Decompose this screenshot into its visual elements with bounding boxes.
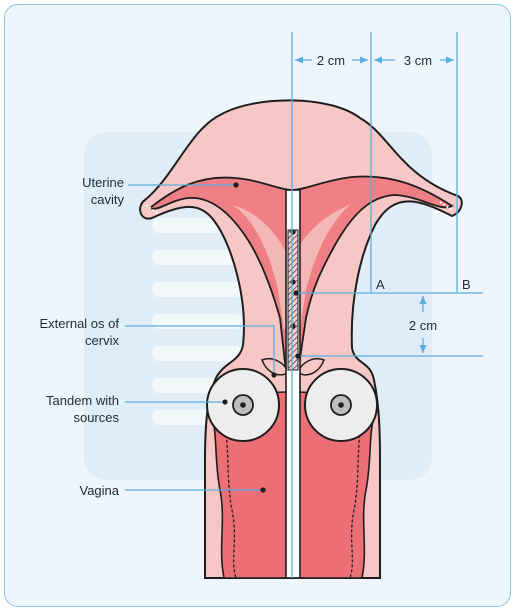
point-b-label: B <box>462 277 471 292</box>
external-os-leader <box>125 325 275 374</box>
ovoid-right <box>304 368 378 442</box>
vaginal-fold-right <box>349 419 363 579</box>
uterine-cavity-label-line1: Uterine <box>82 175 124 190</box>
uterine-cavity-label-line2: cavity <box>91 192 125 207</box>
source-position-3 <box>290 323 296 329</box>
ab-level-marker <box>293 290 299 296</box>
tube-end-right <box>439 201 453 211</box>
tube-end-left <box>145 204 159 215</box>
uterine-cavity-marker <box>233 182 239 188</box>
tandem-label-line2: sources <box>73 410 119 425</box>
vagina-label: Vagina <box>79 483 119 498</box>
source-position-2 <box>290 279 296 285</box>
external-os-label-line1: External os of <box>40 316 120 331</box>
tandem-label-line1: Tandem with <box>46 393 119 408</box>
source-position-1 <box>290 229 296 235</box>
external-os-label-line2: cervix <box>85 333 119 348</box>
tandem-applicator <box>285 189 301 579</box>
dim-side-label: 2 cm <box>409 318 437 333</box>
point-a-label: A <box>376 277 385 292</box>
ovoid-left <box>206 368 280 442</box>
vagina-marker <box>260 487 266 493</box>
external-os-marker <box>271 372 277 378</box>
dim-top-right-label: 3 cm <box>404 53 432 68</box>
tandem-marker <box>222 399 228 405</box>
os-level-marker <box>295 353 301 359</box>
dim-top-left-label: 2 cm <box>317 53 345 68</box>
vaginal-fold-left <box>223 419 237 579</box>
